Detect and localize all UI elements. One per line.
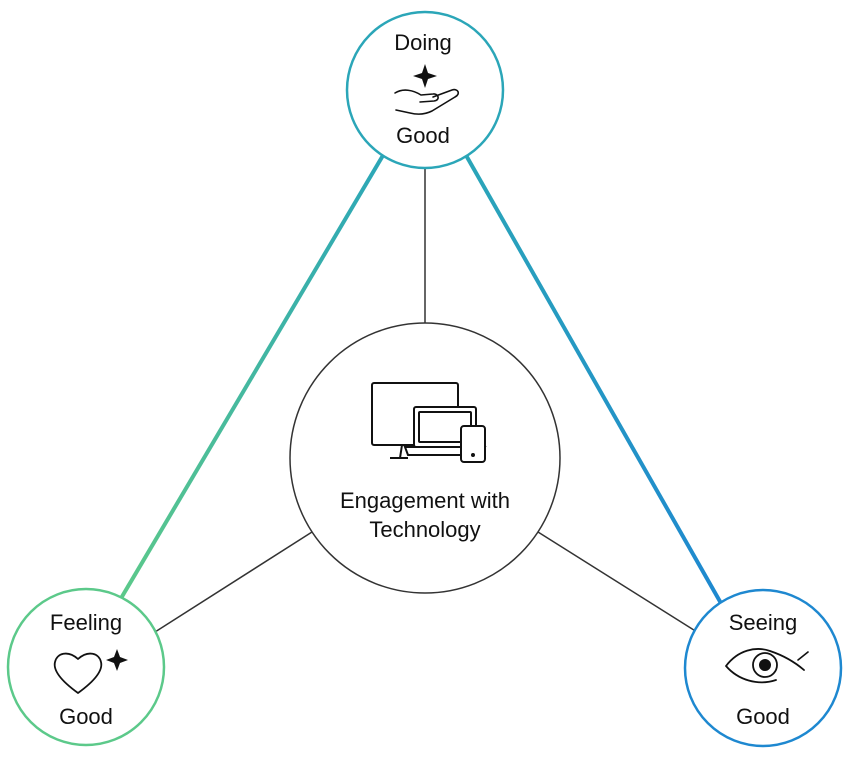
doing-label: Doing bbox=[394, 30, 451, 55]
feeling-label: Feeling bbox=[50, 610, 122, 635]
edge-top-left bbox=[118, 150, 387, 602]
heart-sparkle-icon bbox=[53, 649, 128, 694]
center-label-line2: Technology bbox=[369, 517, 480, 542]
seeing-label: Seeing bbox=[729, 610, 798, 635]
eye-icon bbox=[725, 648, 809, 684]
spoke-left bbox=[154, 531, 313, 633]
hand-sparkle-icon bbox=[394, 64, 460, 115]
node-seeing-good: Seeing Good bbox=[683, 588, 843, 748]
devices-icon bbox=[371, 382, 487, 463]
feeling-good-label: Good bbox=[59, 704, 113, 729]
center-node: Engagement with Technology bbox=[289, 322, 561, 594]
doing-good-label: Good bbox=[396, 123, 450, 148]
seeing-good-label: Good bbox=[736, 704, 790, 729]
spoke-right bbox=[537, 531, 698, 633]
edge-top-right bbox=[461, 149, 724, 606]
node-feeling-good: Feeling Good bbox=[6, 587, 166, 747]
node-doing-good: Doing Good bbox=[345, 10, 505, 170]
center-label-line1: Engagement with bbox=[340, 488, 510, 513]
